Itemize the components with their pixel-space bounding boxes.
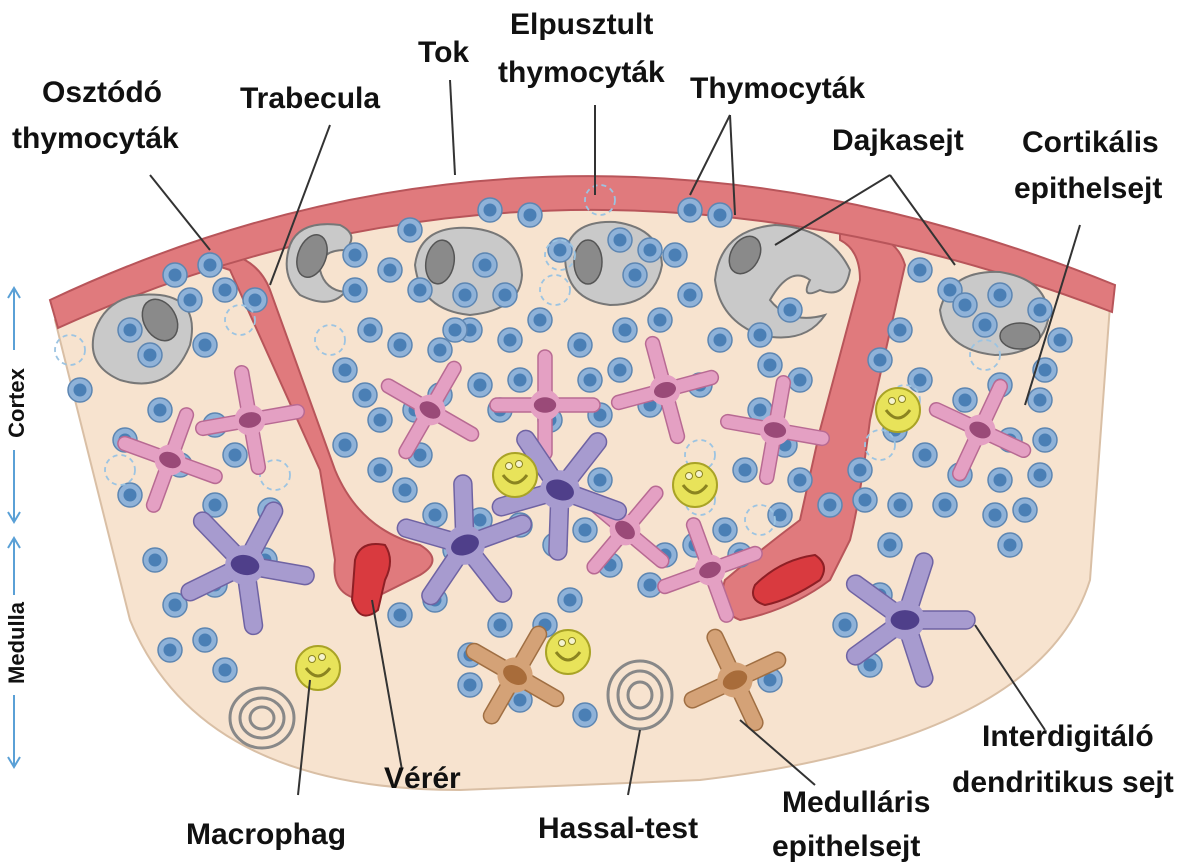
label-medullaris-line1: Medulláris <box>782 786 930 820</box>
label-medulla: Medulla <box>4 602 30 684</box>
label-tok: Tok <box>418 36 469 70</box>
label-osztodo-line1: Osztódó <box>42 76 162 110</box>
label-interdigitalo-line1: Interdigitáló <box>982 720 1154 754</box>
label-dajkasejt: Dajkasejt <box>832 124 964 158</box>
label-cortikalis-line1: Cortikális <box>1022 126 1159 160</box>
label-elpusztult-line2: thymocyták <box>498 56 665 90</box>
label-trabecula: Trabecula <box>240 82 380 116</box>
label-osztodo-line2: thymocyták <box>12 122 179 156</box>
label-interdigitalo-line2: dendritikus sejt <box>952 766 1174 800</box>
label-elpusztult-line1: Elpusztult <box>510 8 653 42</box>
label-medullaris-line2: epithelsejt <box>772 830 920 864</box>
label-macrophag: Macrophag <box>186 818 346 852</box>
label-cortikalis-line2: epithelsejt <box>1014 172 1162 206</box>
label-hassal-test: Hassal-test <box>538 812 698 846</box>
label-thymocytak: Thymocyták <box>690 72 865 106</box>
label-verer: Vérér <box>384 762 461 796</box>
label-cortex: Cortex <box>4 368 30 438</box>
